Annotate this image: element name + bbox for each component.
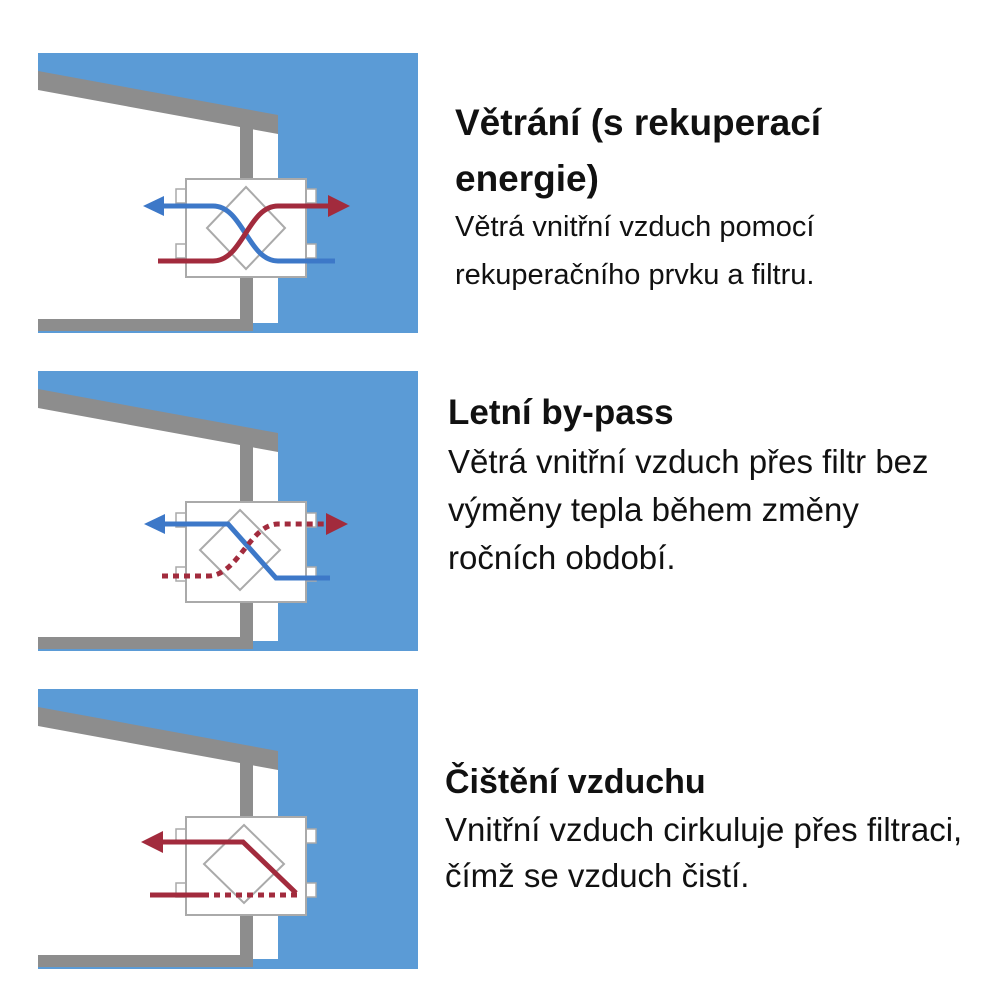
arrow-left-icon <box>144 514 165 534</box>
summer-bypass-diagram-icon <box>38 371 418 651</box>
bypass-description: Větrá vnitřní vzduch přes filtr bez výmě… <box>448 443 929 576</box>
arrow-right-icon <box>326 513 348 535</box>
bypass-air-flow <box>162 521 328 579</box>
bypass-title: Letní by-pass <box>448 393 674 432</box>
house-floor <box>38 319 253 331</box>
heat-exchanger <box>205 185 287 271</box>
purification-text: Čištění vzduchu Vnitřní vzduch cirkuluje… <box>445 757 985 899</box>
ventilation-text: Větrání (s rekuperací energie) Větrá vni… <box>455 95 955 299</box>
house-floor <box>38 955 253 967</box>
extract-air-flow <box>160 521 330 581</box>
arrow-right-icon <box>328 195 350 217</box>
ventilation-diagram <box>38 53 418 333</box>
arrow-left-icon <box>143 196 164 216</box>
recovery-unit <box>175 816 317 916</box>
ventilation-description: Větrá vnitřní vzduch pomocí rekuperačníh… <box>455 211 815 291</box>
purification-diagram <box>38 689 418 969</box>
heat-recovery-ventilation-diagram-icon <box>38 53 418 333</box>
recirculated-air-flow <box>160 839 298 895</box>
purification-description: Vnitřní vzduch cirkuluje přes filtraci, … <box>445 811 963 894</box>
house-floor <box>38 637 253 649</box>
arrow-left-icon <box>141 831 163 853</box>
heat-exchanger <box>198 508 282 592</box>
ventilation-title: Větrání (s rekuperací energie) <box>455 102 822 199</box>
bypass-text: Letní by-pass Větrá vnitřní vzduch přes … <box>448 388 968 582</box>
bypass-diagram <box>38 371 418 651</box>
recovery-unit <box>175 501 317 603</box>
supply-air-flow <box>158 203 330 264</box>
roof <box>38 707 278 770</box>
purification-title: Čištění vzduchu <box>445 763 706 801</box>
roof <box>38 389 278 452</box>
roof <box>38 71 278 134</box>
air-purification-diagram-icon <box>38 689 418 969</box>
heat-exchanger <box>202 823 286 905</box>
